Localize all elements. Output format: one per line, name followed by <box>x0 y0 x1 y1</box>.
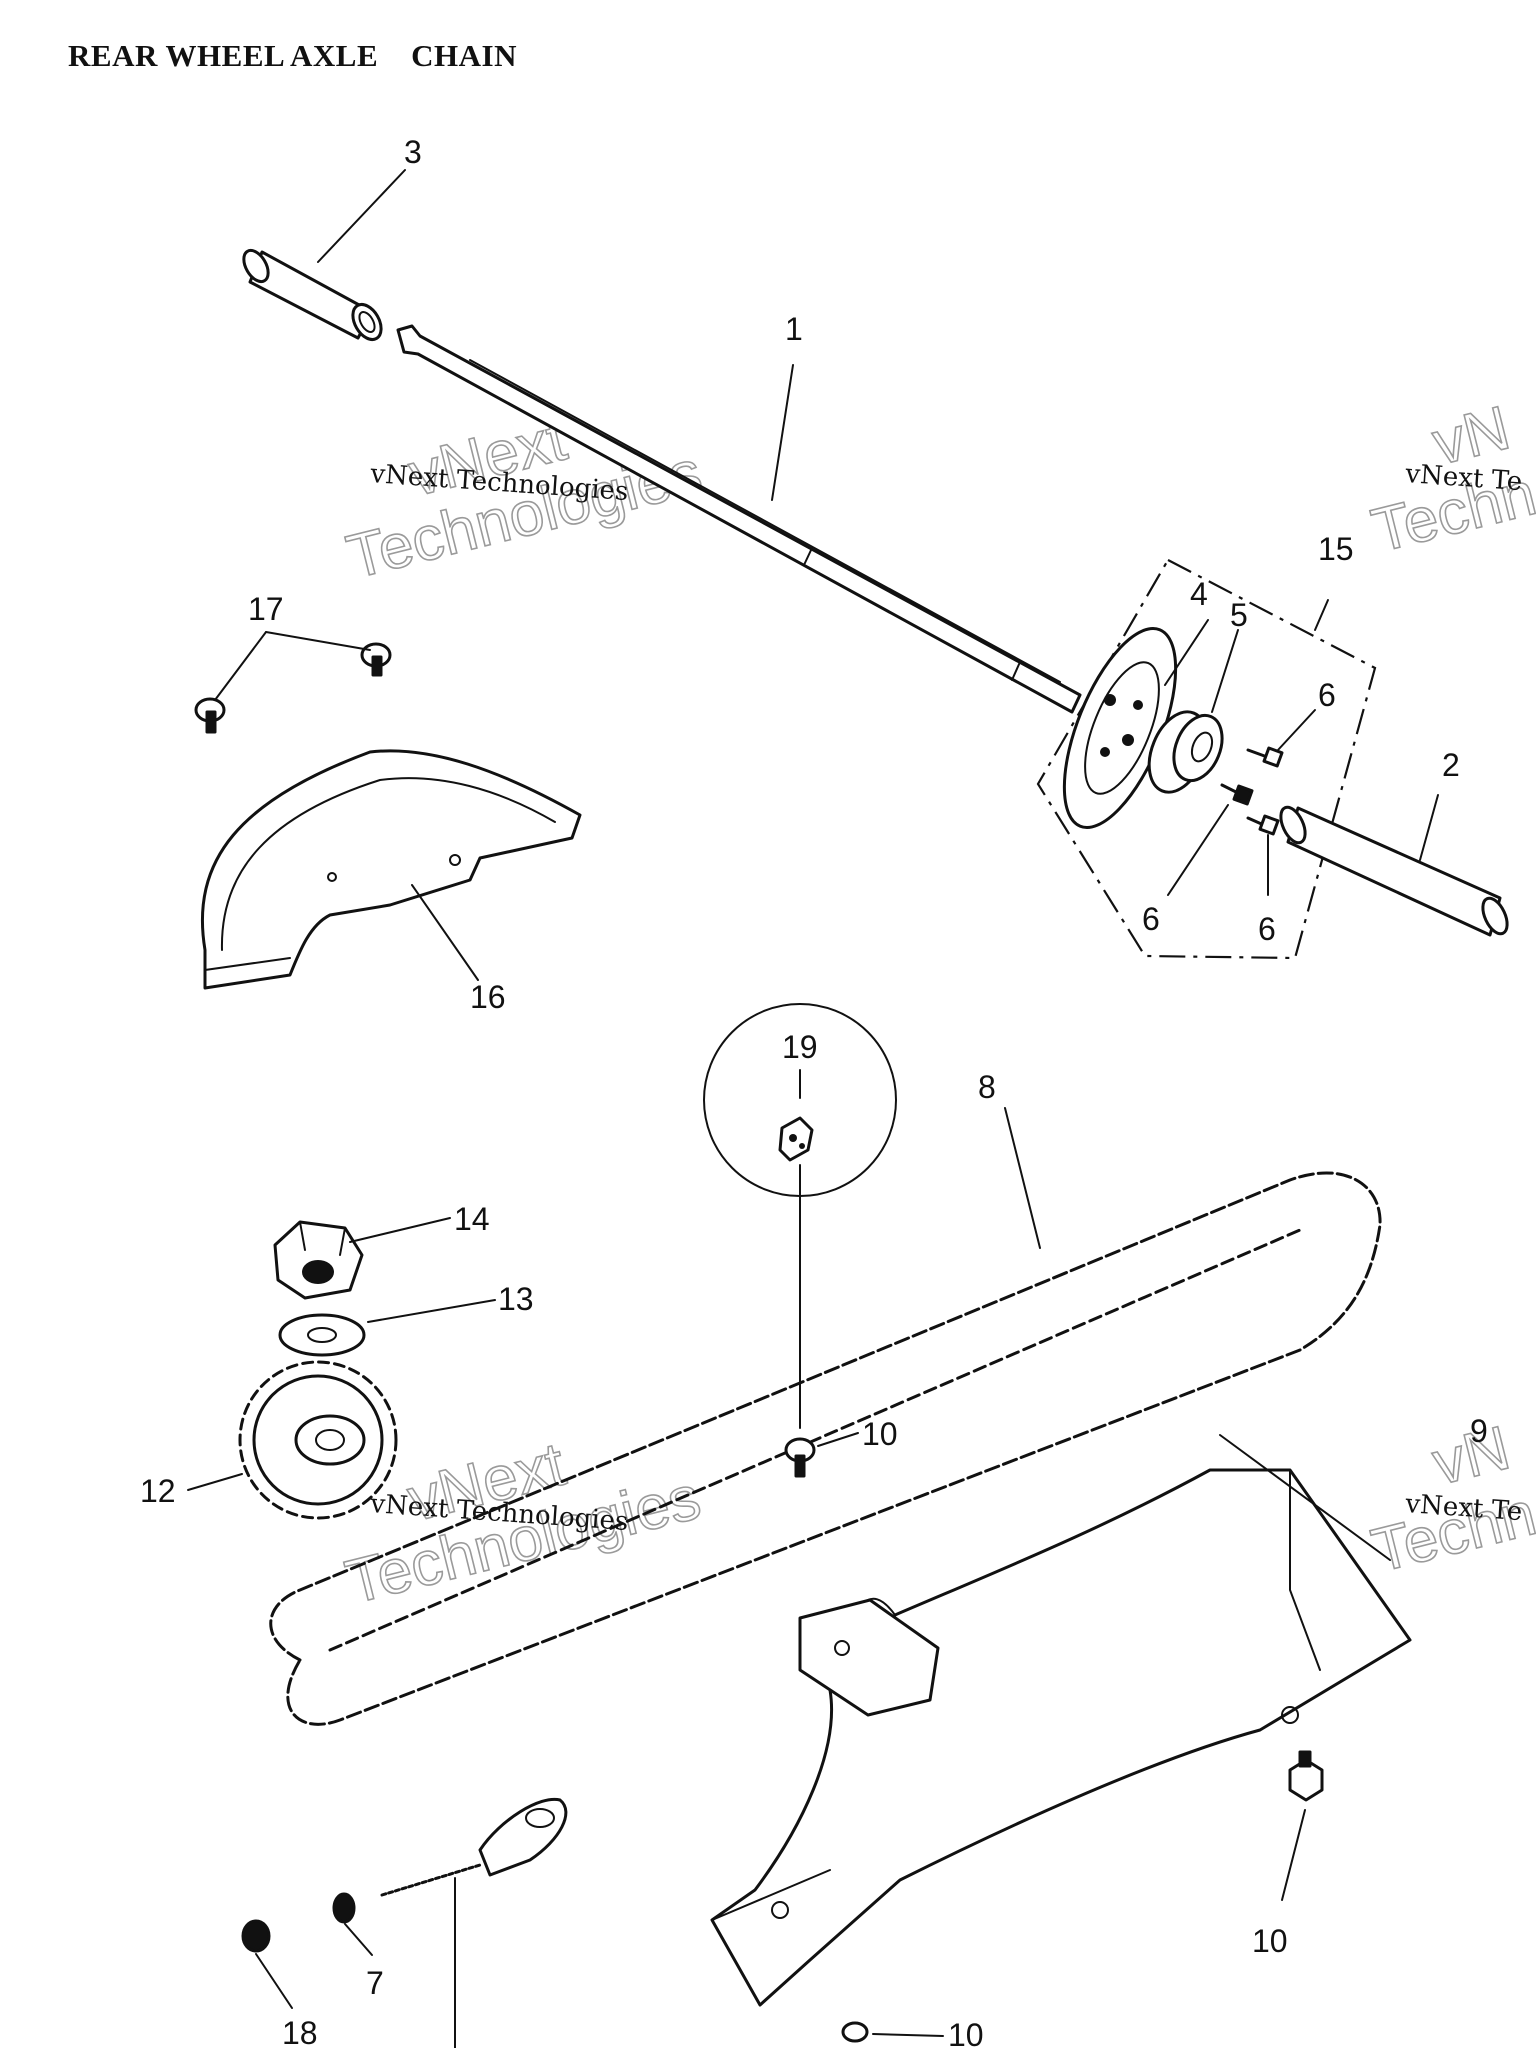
part-18-nut <box>241 1919 271 1953</box>
callout-9: 9 <box>1470 1413 1488 1449</box>
leader-lines <box>187 169 1439 2048</box>
part-1-axle <box>396 324 1082 714</box>
part-10-bolt-center <box>784 1437 816 1478</box>
callout-10-right: 10 <box>1252 1923 1288 1959</box>
part-4-sprocket <box>1062 626 1178 830</box>
callout-1: 1 <box>785 311 803 347</box>
part-2-axle-tube <box>1279 805 1509 937</box>
callout-6-top: 6 <box>1318 677 1336 713</box>
part-14-hex-nut <box>273 1220 364 1300</box>
callout-3: 3 <box>404 134 422 170</box>
part-3-bushing <box>242 248 383 342</box>
part-15-hub-assembly-outline <box>1036 558 1377 960</box>
callout-7: 7 <box>366 1965 384 2001</box>
part-16-guard <box>200 749 582 990</box>
part-10-bolt-bottom <box>841 2021 869 2043</box>
part-6-bolts <box>1220 746 1284 836</box>
callout-10-center: 10 <box>862 1416 898 1452</box>
callout-5: 5 <box>1230 597 1248 633</box>
part-8-chain <box>269 1171 1382 1726</box>
part-eyebolt <box>380 1797 568 1897</box>
callout-10-bottom: 10 <box>948 2017 984 2048</box>
diagram-title: REAR WHEEL AXLE CHAIN <box>68 38 517 73</box>
part-9-chain-guard <box>710 1468 1412 2007</box>
part-10-bolt-right <box>1288 1750 1324 1802</box>
watermark-upper: vNext Technologies <box>340 404 709 593</box>
callout-2: 2 <box>1442 747 1460 783</box>
callout-18: 18 <box>282 2015 318 2048</box>
callout-13: 13 <box>498 1281 534 1317</box>
callout-6-right: 6 <box>1258 911 1276 947</box>
part-5-hub <box>1147 710 1224 794</box>
callout-16: 16 <box>470 979 506 1015</box>
part-7-nut <box>332 1892 356 1924</box>
callout-14: 14 <box>454 1201 490 1237</box>
callout-19: 19 <box>782 1029 818 1065</box>
callout-6-left: 6 <box>1142 901 1160 937</box>
callout-17: 17 <box>248 591 284 627</box>
callout-8: 8 <box>978 1069 996 1105</box>
callout-labels: 3 1 2 4 5 6 6 6 15 17 16 19 8 14 13 12 1… <box>140 134 1488 2048</box>
callout-12: 12 <box>140 1473 176 1509</box>
part-12-drive-sprocket <box>238 1360 398 1520</box>
part-17-nuts <box>194 642 392 734</box>
callout-4: 4 <box>1190 576 1208 612</box>
part-13-washer <box>278 1313 366 1357</box>
callout-15: 15 <box>1318 531 1354 567</box>
